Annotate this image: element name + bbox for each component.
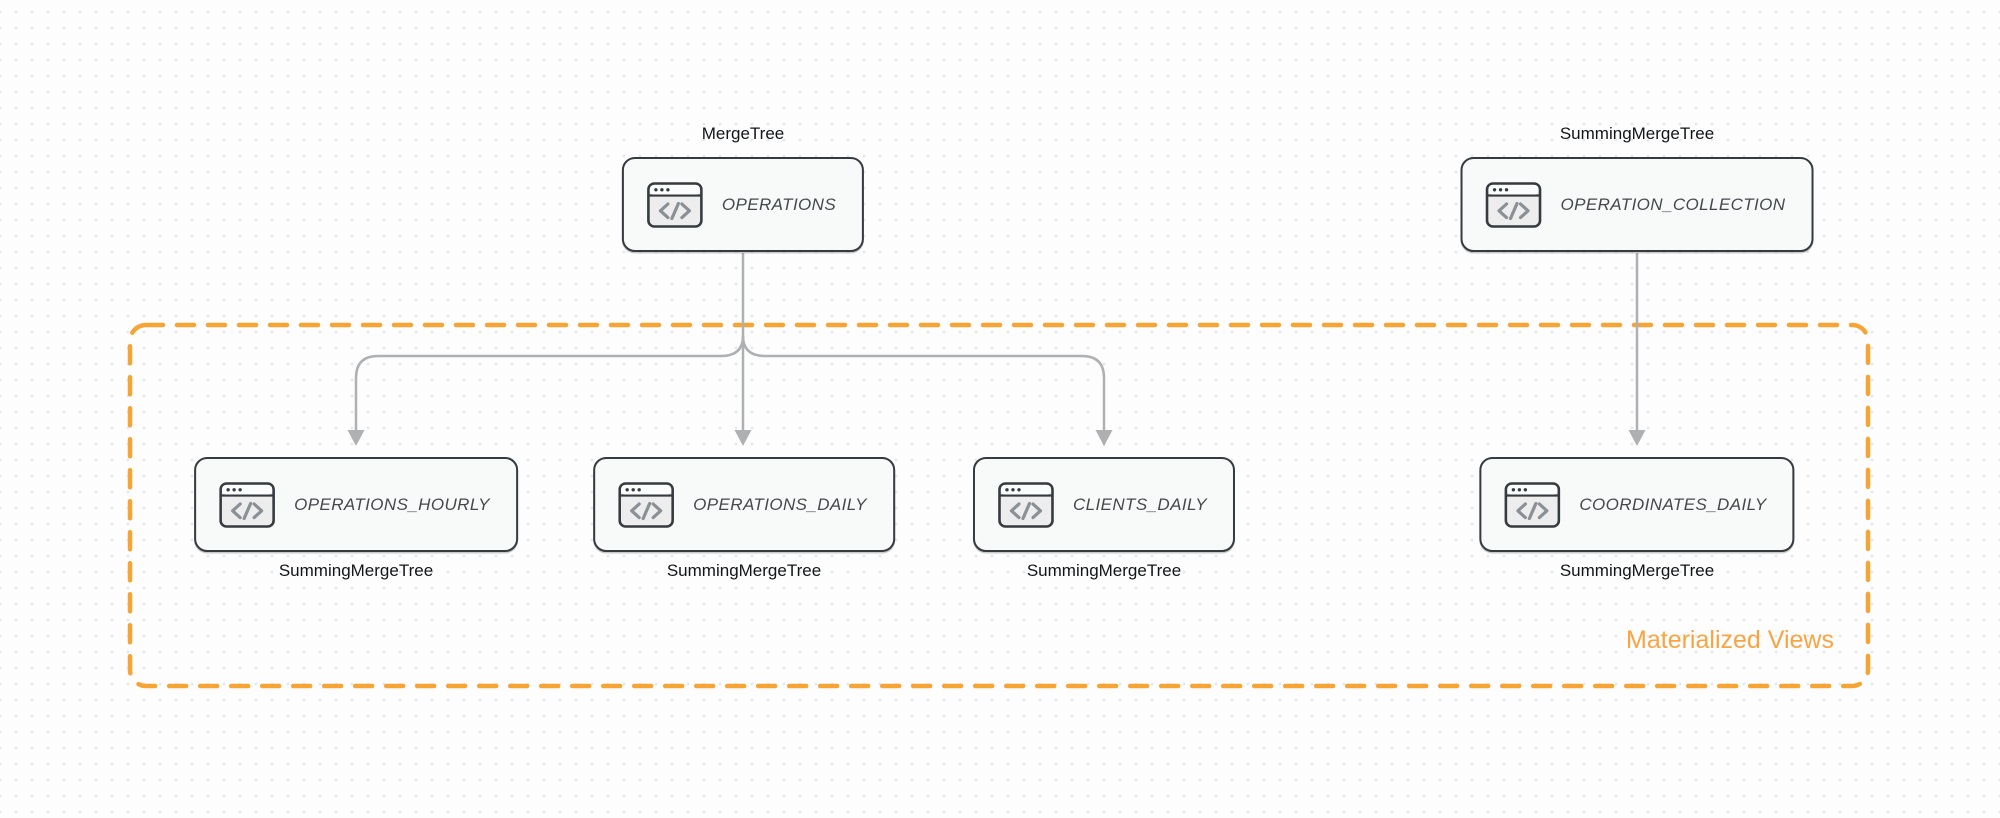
edge-operations-to-operations-hourly[interactable] [347, 335, 745, 446]
code-window-icon [1504, 481, 1561, 528]
code-window-icon [219, 481, 275, 528]
materialized-views-group-border[interactable] [127, 322, 1871, 689]
edge-operations-to-clients-daily[interactable] [741, 335, 1113, 446]
node-operations[interactable]: OPERATIONS [621, 157, 865, 252]
node-label-coordinates-daily: COORDINATES_DAILY [1579, 494, 1767, 514]
engine-label-operations-hourly: SummingMergeTree [278, 561, 434, 580]
code-window-icon [1485, 181, 1542, 228]
engine-label-coordinates-daily: SummingMergeTree [1559, 561, 1715, 580]
code-window-icon [618, 481, 674, 528]
node-label-clients-daily: CLIENTS_DAILY [1072, 494, 1208, 514]
code-window-icon [647, 181, 703, 228]
node-label-operations: OPERATIONS [721, 194, 837, 214]
node-label-operation-collection: OPERATION_COLLECTION [1560, 194, 1786, 214]
engine-label-clients-daily: SummingMergeTree [1026, 561, 1182, 580]
code-window-icon [998, 481, 1054, 528]
engine-label-operations: MergeTree [701, 124, 785, 143]
edge-operation-collection-to-coordinates-daily[interactable] [1628, 253, 1646, 446]
node-coordinates-daily[interactable]: COORDINATES_DAILY [1479, 457, 1795, 552]
node-label-operations-daily: OPERATIONS_DAILY [693, 494, 867, 514]
node-operations-hourly[interactable]: OPERATIONS_HOURLY [194, 457, 518, 552]
engine-label-operation-collection: SummingMergeTree [1559, 124, 1715, 143]
node-label-operations-hourly: OPERATIONS_HOURLY [294, 494, 490, 514]
engine-label-operations-daily: SummingMergeTree [666, 561, 822, 580]
node-clients-daily[interactable]: CLIENTS_DAILY [972, 457, 1236, 552]
node-operation-collection[interactable]: OPERATION_COLLECTION [1460, 157, 1814, 252]
node-operations-daily[interactable]: OPERATIONS_DAILY [593, 457, 895, 552]
materialized-views-group-label: Materialized Views [1626, 626, 1834, 654]
